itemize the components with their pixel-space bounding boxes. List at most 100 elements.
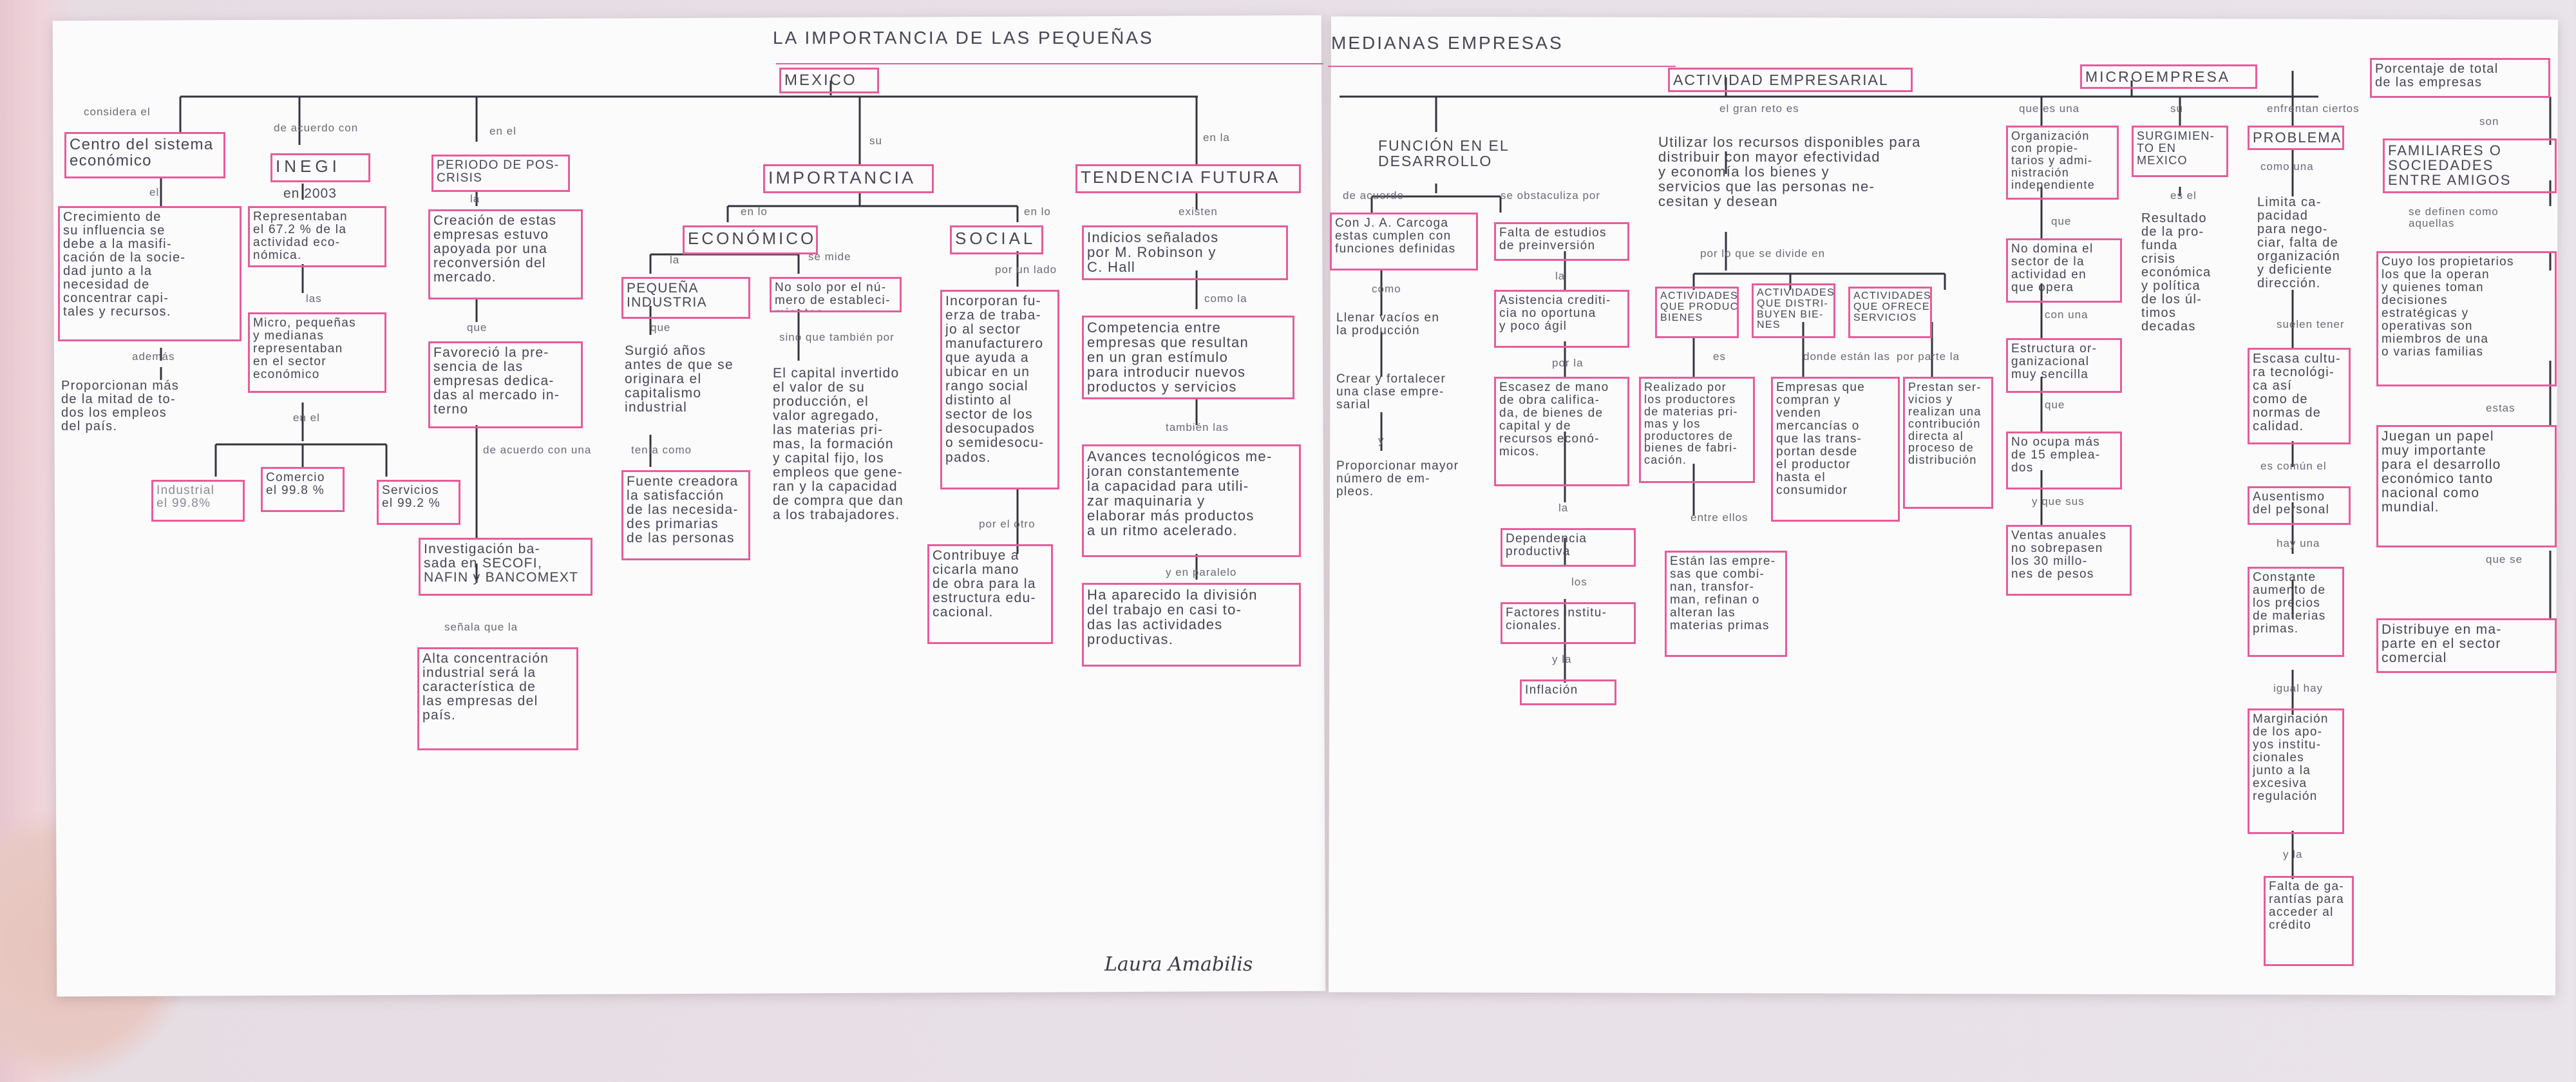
label-tambien-las: también las — [1166, 421, 1229, 433]
node-utilizar-recursos: Utilizar los recursos disponibles para d… — [1658, 134, 1921, 210]
node-ausentismo: Ausentismo del personal — [2248, 486, 2351, 525]
label-de-acuerdo-con-una: de acuerdo con una — [483, 444, 592, 456]
label-en-lo-1: en lo — [741, 205, 768, 218]
node-inflacion: Inflación — [1520, 679, 1616, 705]
label-que-se: que se — [2486, 553, 2523, 565]
node-industrial: Industrial el 99.8% — [151, 480, 245, 522]
label-los: los — [1571, 576, 1587, 588]
label-sino: sino que también por — [779, 331, 895, 343]
node-act-producen-bienes: ACTIVIDADES QUE PRODUCEN BIENES — [1655, 287, 1739, 338]
node-fuente-creadora: Fuente creadora la satisfacción de las n… — [621, 470, 750, 560]
node-microempresa: MICROEMPRESA — [2080, 64, 2257, 89]
label-la-2: la — [670, 254, 680, 266]
label-considera-el: considera el — [84, 106, 151, 118]
label-donde-estan: donde están las — [1803, 350, 1891, 363]
node-no-solo: No solo por el nú- mero de estableci- mi… — [770, 277, 902, 312]
node-comercio: Comercio el 99.8 % — [261, 467, 345, 512]
title-underline-right — [1328, 66, 1676, 67]
label-en-paralelo: y en paralelo — [1166, 566, 1237, 578]
node-capital-invertido: El capital invertido el valor de su prod… — [773, 366, 904, 523]
label-que-micro: que — [2051, 215, 2072, 227]
node-periodo-poscrisis: PERIODO DE POS- CRISIS — [431, 155, 570, 192]
node-constante-aumento: Constante aumento de los precios de mate… — [2248, 567, 2344, 657]
node-investigacion: Investigación ba- sada en SECOFI, NAFIN … — [419, 538, 592, 596]
node-no-domina: No domina el sector de la actividad en q… — [2006, 238, 2122, 303]
node-crecimiento: Crecimiento de su influencia se debe a l… — [58, 206, 242, 341]
label-y: y — [1378, 434, 1385, 446]
node-inegi: INEGI — [270, 153, 370, 182]
label-en-lo-2: en lo — [1024, 205, 1051, 218]
node-proporcionar-empleos: Proporcionar mayor número de em- pleos. — [1336, 459, 1459, 498]
node-carcoga: Con J. A. Carcoga estas cumplen con func… — [1330, 213, 1478, 270]
node-problemas: PROBLEMAS — [2248, 126, 2344, 150]
label-que: que — [467, 321, 488, 334]
node-pequena-industria: PEQUEÑA INDUSTRIA — [621, 277, 750, 319]
node-prestan-servicios: Prestan ser- vicios y realizan una contr… — [1903, 377, 1993, 509]
label-por-la: por la — [1552, 357, 1584, 369]
label-gran-reto: el gran reto es — [1719, 102, 1799, 115]
node-estructura: Estructura or- ganizacional muy sencilla — [2006, 338, 2122, 393]
label-son: son — [2479, 115, 2499, 128]
label-es-el: es el — [2170, 189, 2197, 202]
label-por-el-otro: por el otro — [979, 518, 1036, 530]
node-competencia: Competencia entre empresas que resultan … — [1082, 316, 1294, 399]
label-como-la: como la — [1204, 292, 1247, 305]
node-alta-concentracion: Alta concentración industrial será la ca… — [417, 647, 578, 750]
label-en-la: en la — [1203, 131, 1230, 144]
node-contribuye: Contribuye a cicarla mano de obra para l… — [927, 544, 1053, 644]
label-que-2: que — [650, 321, 671, 334]
title-right: MEDIANAS EMPRESAS — [1331, 33, 1564, 53]
label-su-micro: su — [2170, 102, 2183, 115]
label-que-micro-2: que — [2045, 399, 2065, 411]
node-favorecio: Favoreció la pre- sencia de las empresas… — [428, 341, 583, 428]
node-dependencia: Dependencia productiva — [1501, 528, 1636, 567]
label-la: la — [470, 193, 480, 205]
node-act-distribuyen: ACTIVIDADES QUE DISTRI- BUYEN BIE- NES — [1752, 283, 1835, 338]
label-con-una: con una — [2045, 308, 2088, 321]
label-en-2003: en 2003 — [283, 186, 337, 201]
label-ademas: además — [132, 350, 175, 363]
label-entre-ellos: entre ellos — [1690, 511, 1748, 524]
label-existen: existen — [1179, 205, 1218, 218]
label-de-acuerdo-con: de acuerdo con — [274, 122, 359, 134]
node-porcentaje: Porcentaje de total de las empresas — [2370, 58, 2550, 98]
label-se-mide: se mide — [808, 251, 851, 263]
node-centro-sistema: Centro del sistema económico — [64, 132, 225, 178]
node-llenar-vacios: Llenar vacíos en la producción — [1336, 311, 1440, 337]
node-asistencia-crediticia: Asistencia crediti- cia no oportuna y po… — [1494, 290, 1629, 348]
label-la-act-2: la — [1558, 502, 1569, 514]
node-crear-fortalecer: Crear y fortalecer una clase empre- sari… — [1336, 372, 1446, 412]
node-falta-estudios: Falta de estudios de preinversión — [1494, 222, 1629, 261]
label-en-el: en el — [489, 125, 516, 137]
node-creacion-empresas: Creación de estas empresas estuvo apoyad… — [428, 209, 583, 299]
node-tendencia-futura: TENDENCIA FUTURA — [1075, 164, 1301, 193]
label-y-la-micro: y la — [2283, 848, 2303, 860]
node-realizado-productores: Realizado por los productores de materia… — [1639, 377, 1755, 483]
node-act-servicios: ACTIVIDADES QUE OFRECEN SERVICIOS — [1848, 287, 1932, 338]
node-incorporan: Incorporan fu- erza de traba- jo al sect… — [940, 290, 1059, 489]
label-suelen-tener: suelen tener — [2277, 318, 2345, 330]
node-surgio: Surgió años antes de que se originara el… — [625, 343, 734, 415]
node-indicios: Indicios señalados por M. Robinson y C. … — [1082, 225, 1288, 280]
label-tenia-como: tenía como — [631, 444, 692, 456]
label-en-el-2: en el — [293, 412, 320, 424]
label-como: como — [1372, 283, 1401, 295]
node-escasa-cultura: Escasa cultu- ra tecnológi- ca así como … — [2248, 348, 2351, 444]
node-juegan-papel: Juegan un papel muy importante para el d… — [2376, 425, 2557, 547]
title-underline-left — [776, 63, 1323, 64]
node-no-ocupa: No ocupa más de 15 emplea- dos — [2006, 432, 2122, 489]
node-escasez: Escasez de mano de obra califica- da, de… — [1494, 377, 1629, 486]
label-se-divide-en: por lo que se divide en — [1700, 247, 1826, 260]
label-y-la: y la — [1552, 653, 1572, 665]
node-economico: ECONÓMICO — [683, 225, 818, 254]
node-familiares: FAMILIARES O SOCIEDADES ENTRE AMIGOS — [2383, 138, 2557, 193]
label-que-es-una: que es una — [2019, 102, 2080, 115]
label-es-comun: es común el — [2260, 460, 2327, 472]
node-ventas-anuales: Ventas anuales no sobrepasen los 30 mill… — [2006, 525, 2132, 596]
node-empresas-compran: Empresas que compran y venden mercancías… — [1771, 377, 1900, 522]
label-se-definen: se definen como aquellas — [2409, 205, 2499, 229]
node-limita-capacidad: Limita ca- pacidad para nego- ciar, falt… — [2257, 195, 2341, 290]
label-hay-una: hay una — [2277, 537, 2320, 549]
label-como-una: como una — [2260, 160, 2314, 173]
node-marginacion: Marginación de los apo- yos institu- cio… — [2248, 708, 2344, 834]
